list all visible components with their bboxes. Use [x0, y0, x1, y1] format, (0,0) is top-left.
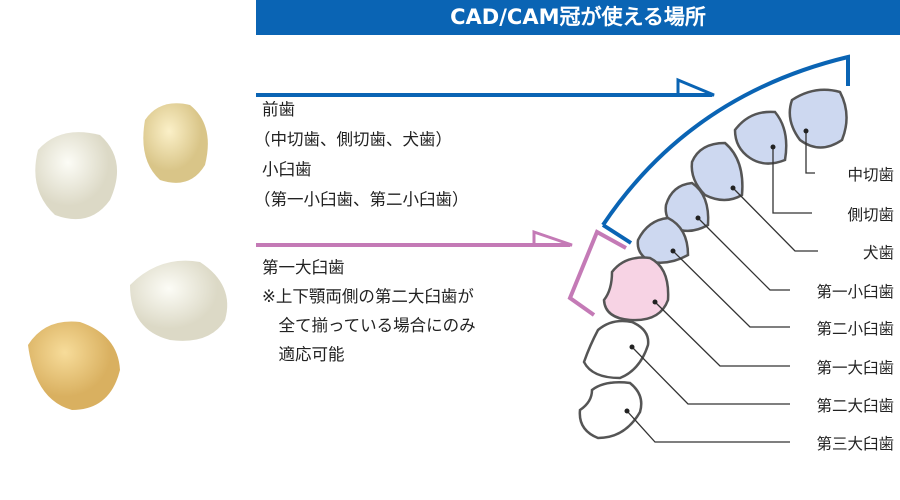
tooth-central-incisor — [788, 88, 848, 149]
text-line: 第一大臼歯 — [262, 258, 345, 277]
label-first-premolar: 第一小臼歯 — [816, 283, 894, 301]
tooth-lateral-incisor — [733, 110, 788, 165]
text-line: 適応可能 — [262, 345, 345, 364]
tooth-first-molar — [602, 256, 670, 322]
label-central-incisor: 中切歯 — [847, 166, 894, 184]
molar-description: 第一大臼歯 ※上下顎両側の第二大臼歯が 全て揃っている場合にのみ 適応可能 — [262, 253, 476, 369]
text-line: 前歯 — [262, 100, 295, 119]
label-first-molar: 第一大臼歯 — [816, 359, 894, 377]
text-line: 全て揃っている場合にのみ — [262, 316, 476, 335]
tooth-dots — [624, 128, 809, 414]
text-line: ※上下顎両側の第二大臼歯が — [262, 287, 474, 306]
tooth-third-molar — [578, 381, 643, 440]
tooth-canine — [690, 141, 744, 202]
label-lateral-incisor: 側切歯 — [847, 206, 894, 224]
tooth-second-molar — [582, 319, 650, 380]
label-second-molar: 第二大臼歯 — [816, 397, 894, 415]
crown-photos — [28, 103, 228, 410]
text-line: （中切歯、側切歯、犬歯） — [254, 130, 452, 149]
leader-lines — [626, 131, 818, 443]
molar-arrow — [256, 229, 627, 317]
text-line: （第一小臼歯、第二小臼歯） — [254, 190, 469, 209]
label-third-molar: 第三大臼歯 — [816, 435, 894, 453]
diagram-title: CAD/CAM冠が使える場所 — [256, 0, 900, 35]
label-second-premolar: 第二小臼歯 — [816, 320, 894, 338]
anterior-description: 前歯 （中切歯、側切歯、犬歯） 小臼歯 （第一小臼歯、第二小臼歯） — [254, 95, 469, 215]
anterior-arrow — [256, 54, 850, 245]
text-line: 小臼歯 — [262, 160, 312, 179]
label-canine: 犬歯 — [862, 244, 894, 262]
